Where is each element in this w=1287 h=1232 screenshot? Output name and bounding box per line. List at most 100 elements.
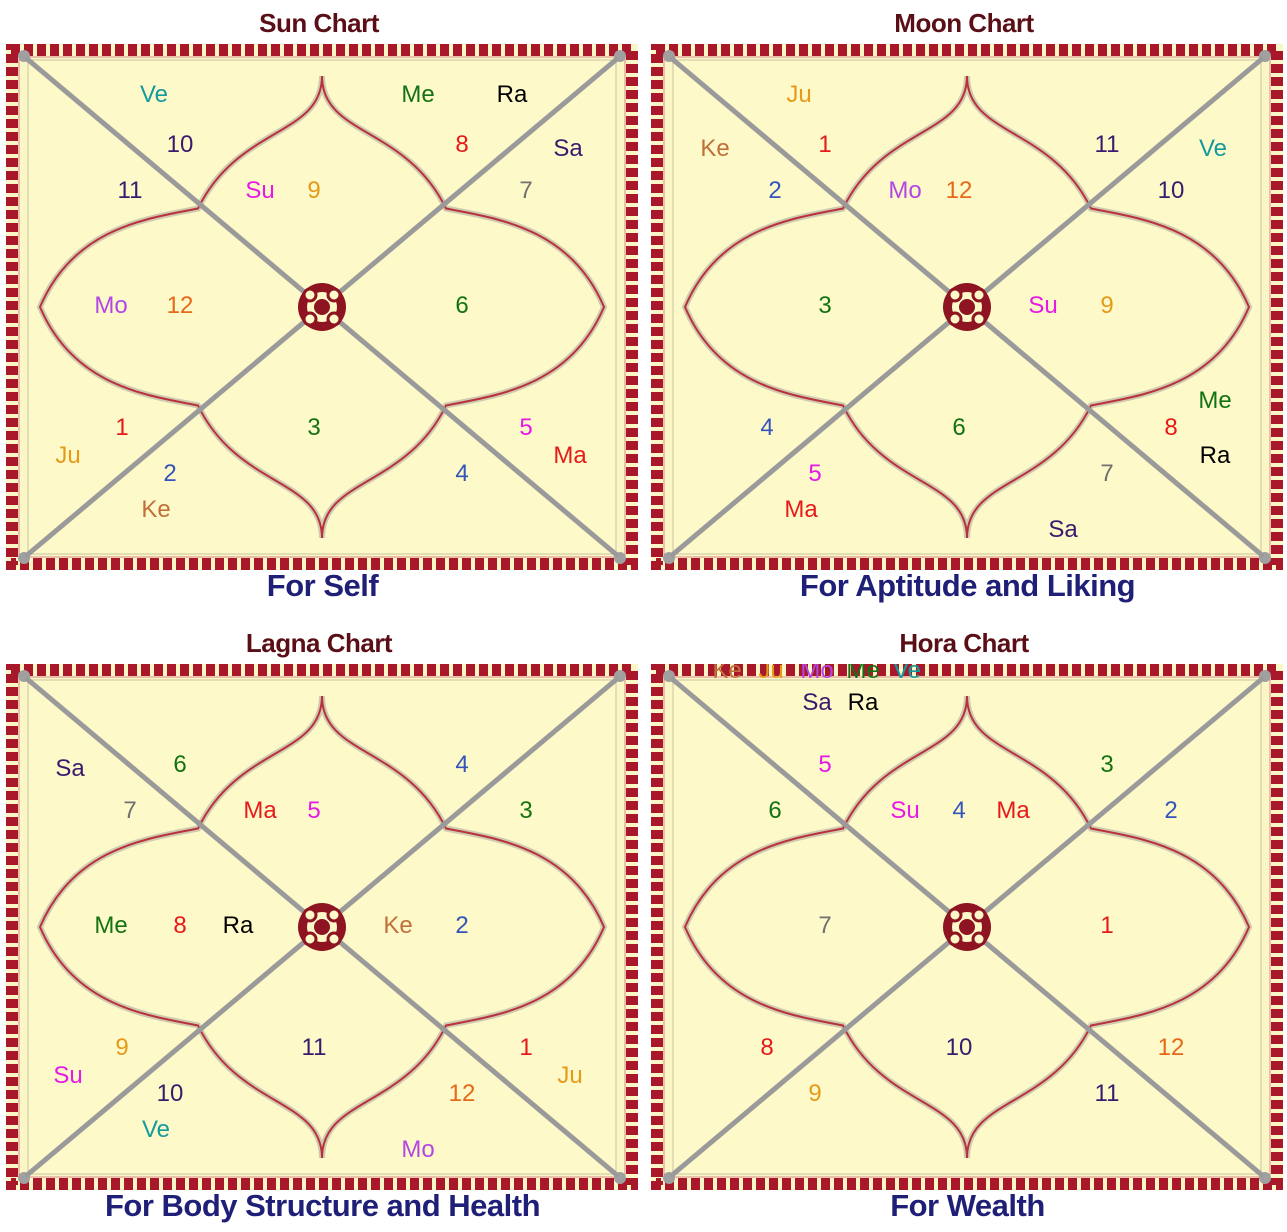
decorative-border: [651, 44, 1283, 570]
planet-label: Ve: [140, 81, 168, 108]
center-knot-icon: [943, 283, 991, 331]
planet-label: Ra: [848, 689, 879, 716]
house-sign-number: 9: [808, 1080, 821, 1107]
house-sign-number: 5: [808, 460, 821, 487]
house-sign-number: 4: [455, 460, 468, 487]
center-knot-icon: [943, 903, 991, 951]
planet-label: Ju: [557, 1062, 582, 1089]
house-sign-number: 11: [118, 177, 143, 204]
house-sign-number: 3: [307, 414, 320, 441]
chart-title: Lagna Chart: [245, 628, 393, 658]
house-sign-number: 9: [115, 1034, 128, 1061]
decorative-border: [651, 664, 1283, 1190]
planet-label: Sa: [553, 135, 583, 162]
planet-label: Ra: [497, 81, 528, 108]
planet-label: Ju: [758, 664, 783, 684]
house-sign-number: 1: [1100, 912, 1113, 939]
planet-label: Su: [245, 177, 274, 204]
planet-label: Ke: [700, 135, 729, 162]
house-sign-number: 10: [157, 1080, 184, 1107]
house-sign-number: 9: [1100, 292, 1113, 319]
planet-label: Mo: [888, 177, 921, 204]
house-sign-number: 3: [519, 797, 532, 824]
planet-label: Ma: [784, 496, 818, 523]
house-sign-number: 3: [1100, 751, 1113, 778]
planet-label: Ve: [893, 664, 921, 684]
lotus-diamond: [683, 695, 1251, 1159]
house-sign-number: 2: [1164, 797, 1177, 824]
planet-label: Ke: [141, 496, 170, 523]
house-sign-number: 6: [173, 751, 186, 778]
planet-label: Ra: [223, 912, 254, 939]
house-sign-number: 3: [818, 292, 831, 319]
chart-caption: For Wealth: [890, 1188, 1045, 1223]
house-sign-number: 9: [307, 177, 320, 204]
chart-caption: For Self: [266, 568, 379, 603]
house-sign-number: 8: [173, 912, 186, 939]
planet-label: Ma: [243, 797, 277, 824]
chart-caption: For Body Structure and Health: [104, 1188, 541, 1223]
planet-label: Sa: [802, 689, 832, 716]
planet-label: Me: [1198, 387, 1231, 414]
house-sign-number: 5: [818, 751, 831, 778]
house-sign-number: 7: [1100, 460, 1113, 487]
house-sign-number: 2: [455, 912, 468, 939]
lotus-diamond: [38, 75, 606, 539]
house-sign-number: 7: [123, 797, 136, 824]
house-sign-number: 12: [449, 1080, 476, 1107]
house-sign-number: 10: [167, 131, 194, 158]
decorative-border: [6, 44, 638, 570]
house-sign-number: 2: [768, 177, 781, 204]
house-sign-number: 11: [302, 1034, 327, 1061]
planet-label: Ma: [553, 442, 587, 469]
house-sign-number: 6: [455, 292, 468, 319]
planet-label: Ra: [1200, 442, 1231, 469]
house-sign-number: 7: [818, 912, 831, 939]
center-knot-icon: [298, 283, 346, 331]
house-sign-number: 4: [952, 797, 965, 824]
house-sign-number: 2: [163, 460, 176, 487]
planet-label: Ke: [383, 912, 412, 939]
planet-label: Mo: [800, 664, 833, 684]
house-sign-number: 1: [818, 131, 831, 158]
center-knot-icon: [298, 903, 346, 951]
chart-title: Sun Chart: [259, 8, 379, 38]
lotus-diamond: [683, 75, 1251, 539]
house-sign-number: 8: [455, 131, 468, 158]
planet-label: Ve: [1199, 135, 1227, 162]
chart-caption: For Aptitude and Liking: [799, 568, 1136, 603]
planet-label: Mo: [94, 292, 127, 319]
planet-label: Ve: [142, 1116, 170, 1143]
planet-label: Su: [53, 1062, 82, 1089]
house-sign-number: 4: [760, 414, 773, 441]
planet-label: Su: [1028, 292, 1057, 319]
house-sign-number: 1: [519, 1034, 532, 1061]
planet-label: Sa: [1048, 516, 1078, 543]
house-sign-number: 5: [307, 797, 320, 824]
house-sign-number: 4: [455, 751, 468, 778]
house-sign-number: 8: [760, 1034, 773, 1061]
house-sign-number: 7: [519, 177, 532, 204]
planet-label: Ju: [55, 442, 80, 469]
house-sign-number: 6: [952, 414, 965, 441]
planet-label: Me: [846, 664, 879, 684]
chart-title: Hora Chart: [899, 628, 1029, 658]
lotus-diamond: [38, 695, 606, 1159]
house-sign-number: 12: [167, 292, 194, 319]
planet-label: Me: [94, 912, 127, 939]
planet-label: Sa: [55, 755, 85, 782]
planet-label: Su: [890, 797, 919, 824]
house-sign-number: 12: [946, 177, 973, 204]
house-sign-number: 11: [1095, 1080, 1120, 1107]
chart-title: Moon Chart: [894, 8, 1034, 38]
decorative-border: [6, 664, 638, 1190]
house-sign-number: 11: [1095, 131, 1120, 158]
